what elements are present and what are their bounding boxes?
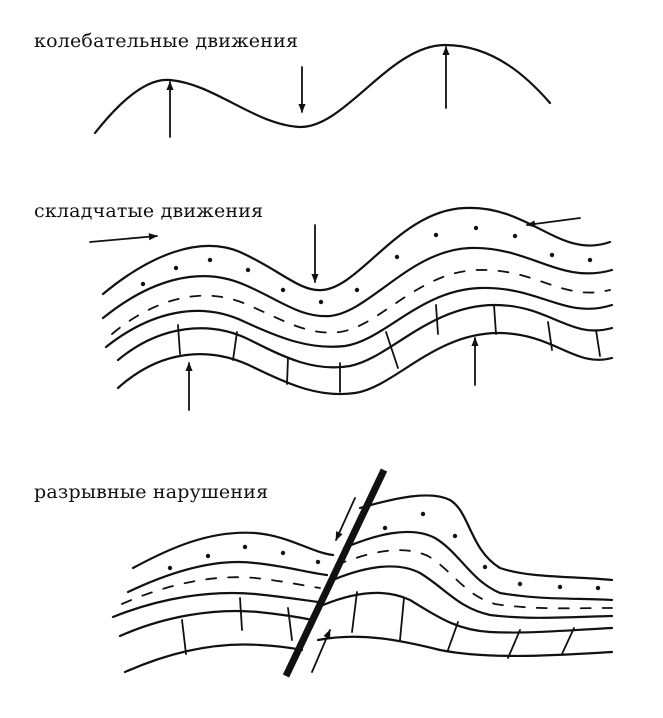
fault-left-layer-2 (126, 560, 329, 594)
fold-block-lines (177, 304, 601, 393)
fault-right-layer-4 (321, 591, 614, 634)
fold-layer-3 (104, 286, 614, 349)
fault-block-lines (181, 591, 575, 659)
fold-layer-top (101, 206, 612, 296)
fault-plane (282, 468, 388, 678)
compression-arrow-right (526, 217, 581, 228)
fold-layer-2 (101, 246, 614, 320)
fault-right-layer-bottom (316, 635, 614, 658)
fault-right-layer-2 (342, 530, 614, 602)
fold-dotted-band (140, 225, 593, 305)
fault-arrow-down (335, 497, 356, 541)
fault-right-dashed-band (335, 549, 613, 610)
folding-panel (89, 206, 614, 411)
fault-left-dashed-band (121, 576, 321, 605)
fault-right-layer-3 (326, 565, 614, 619)
folding-movements-label: складчатые движения (34, 200, 264, 222)
fault-left-layer-bottom (123, 643, 304, 674)
fault-arrow-up (311, 629, 331, 673)
fault-left-layer-3 (111, 591, 320, 619)
faulting-panel (111, 468, 614, 678)
fold-layer-4 (116, 303, 614, 369)
compression-arrow-left (89, 233, 158, 243)
fault-left-layer-top (131, 531, 335, 570)
oscillatory-panel (93, 43, 552, 138)
fault-left-layer-4 (118, 609, 315, 638)
fault-dotted-band (167, 511, 601, 591)
faulting-label: разрывные нарушения (34, 481, 269, 503)
oscillation-curve (93, 43, 552, 135)
fold-layer-bottom (116, 331, 614, 396)
fault-right-layer-top (358, 494, 614, 582)
oscillatory-movements-label: колебательные движения (34, 30, 299, 52)
fold-dashed-band (111, 269, 611, 335)
